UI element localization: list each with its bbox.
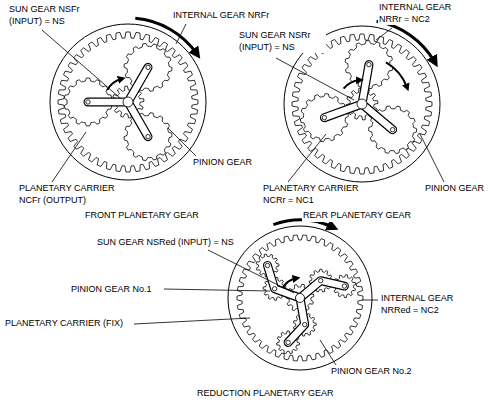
pinion-pin [302,322,306,326]
leader-line [376,28,392,40]
part-label: SUN GEAR NSRr (INPUT) = NS [238,30,326,53]
pinion-gear [300,94,348,142]
carrier-arm-outline [128,102,148,137]
part-label: SUN GEAR NSFr (INPUT) = NS [8,4,96,27]
gear-housing [50,24,206,180]
carrier-arm-outline [362,65,369,104]
leader-line [208,250,294,293]
carrier-arm [362,104,393,130]
leader-line [42,30,120,98]
pinion-pin [272,287,276,291]
part-label: PINION GEAR No.1 [70,284,153,296]
leader-line [320,340,336,365]
internal-gear [58,32,198,172]
carrier-arm-outline [324,104,362,118]
carrier-arm [128,102,148,137]
part-label: PINION GEAR [192,157,253,169]
carrier-arm [88,99,128,106]
pinion-pin [286,340,290,344]
leader-line [276,58,354,100]
pinion-pin [367,62,371,66]
internal-gear [292,34,432,174]
carrier-arm-outline [88,98,128,107]
pinion-pin [265,263,269,267]
leader-line [176,24,186,44]
pinion-pin [390,128,394,132]
part-label: INTERNAL GEAR NRFr [172,10,270,22]
carrier-arm-outline [128,67,148,102]
carrier-hub [296,294,305,303]
part-label: PLANETARY CARRIER (FIX) [4,318,124,330]
planetary-set [228,220,372,370]
pinion-pin [86,100,90,104]
pinion-pin [146,65,150,69]
pinion-pin [146,134,150,138]
internal-gear [237,235,363,361]
leader-line [420,134,444,182]
leader-line [134,318,250,324]
rotation-arrow [344,80,360,88]
carrier-arm [128,67,148,102]
rotation-arrow [283,278,297,288]
carrier-hub [357,99,367,109]
pinion-pin [322,115,326,119]
part-label: SUN GEAR NSRed (INPUT) = NS [96,237,235,249]
rotation-arrow [377,21,435,62]
carrier-arm [362,65,369,104]
part-label: PLANETARY CARRIER NCFr (OUTPUT) [18,183,130,206]
rotation-arrow [135,18,196,53]
pinion-gear [124,113,172,161]
leader-line [168,128,196,156]
leader-line [288,134,326,182]
part-label: PINION GEAR [424,183,485,195]
carrier-arm-outline [300,281,344,298]
part-label: PINION GEAR No.2 [330,366,413,378]
carrier-arm-outline [362,104,393,130]
part-label: INTERNAL GEAR NRRed = NC2 [380,293,470,316]
figure-caption: FRONT PLANETARY GEAR [84,210,200,222]
pinion-pin [342,284,346,288]
carrier-arm [300,281,344,298]
figure-caption: REDUCTION PLANETARY GEAR [196,388,335,400]
planetary-set [50,18,206,180]
rotation-arrow [386,62,407,87]
carrier-arm [288,298,305,342]
leader-line [362,300,378,301]
carrier-arm-outline [288,298,305,342]
part-label: INTERNAL GEAR NRRr = NC2 [378,2,468,25]
gear-housing [228,226,372,370]
figure-caption: REAR PLANETARY GEAR [302,210,412,222]
pinion-gear [124,43,172,91]
part-label: PLANETARY CARRIER NCRr = NC1 [262,183,374,206]
leader-line [164,289,270,291]
leader-line [52,132,86,182]
carrier-arm [324,104,362,118]
carrier-hub [123,97,133,107]
pinion-pin [318,278,322,282]
